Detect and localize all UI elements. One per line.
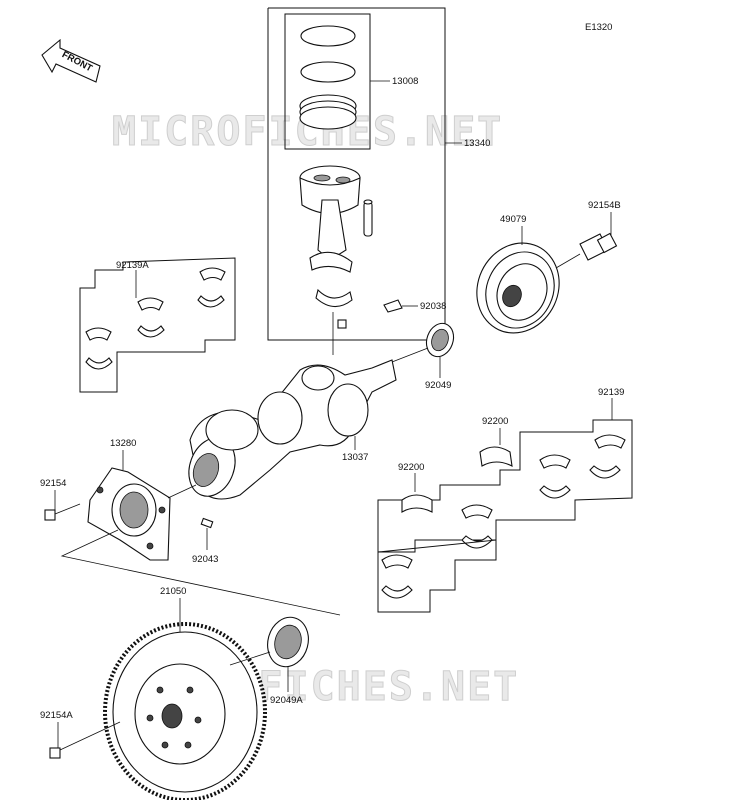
label-92139: 92139: [598, 387, 624, 398]
piston-rings: [299, 25, 390, 130]
oil-seal-92049A: [229, 616, 309, 692]
crankshaft: [188, 359, 397, 500]
bearing-set-92139A: [79, 257, 236, 393]
label-92154: 92154: [40, 478, 66, 489]
crank-pulley: [476, 226, 560, 334]
piston: [299, 165, 361, 215]
piston-pin: [363, 199, 373, 237]
label-13340: 13340: [464, 138, 490, 149]
label-92200-upper: 92200: [482, 416, 508, 427]
bolt-92154: [44, 490, 81, 521]
label-13037: 13037: [342, 452, 368, 463]
bolt-92154B: [555, 212, 618, 269]
flywheel-guide: [60, 529, 341, 616]
diagram-code: E1320: [585, 22, 612, 33]
oil-seal-92049: [391, 322, 455, 378]
bearing-set-92139: [377, 398, 633, 613]
label-21050: 21050: [160, 586, 186, 597]
label-92038: 92038: [420, 301, 446, 312]
bolt-92154A: [49, 721, 121, 759]
label-13008: 13008: [392, 76, 418, 87]
label-92154B: 92154B: [588, 200, 621, 211]
label-92049A: 92049A: [270, 695, 303, 706]
label-92049: 92049: [425, 380, 451, 391]
label-92043: 92043: [192, 554, 218, 565]
piston-assembly-box: [267, 7, 462, 341]
seal-housing-13280: [87, 450, 197, 561]
front-arrow-icon: FRONT: [41, 38, 101, 83]
connecting-rod: [309, 199, 353, 355]
label-92154A: 92154A: [40, 710, 73, 721]
label-92139A: 92139A: [116, 260, 149, 271]
flywheel: [103, 598, 267, 800]
label-13280: 13280: [110, 438, 136, 449]
label-92200-lower: 92200: [398, 462, 424, 473]
dowel-92043: [200, 517, 214, 550]
label-49079: 49079: [500, 214, 526, 225]
key-92038: [383, 299, 418, 313]
